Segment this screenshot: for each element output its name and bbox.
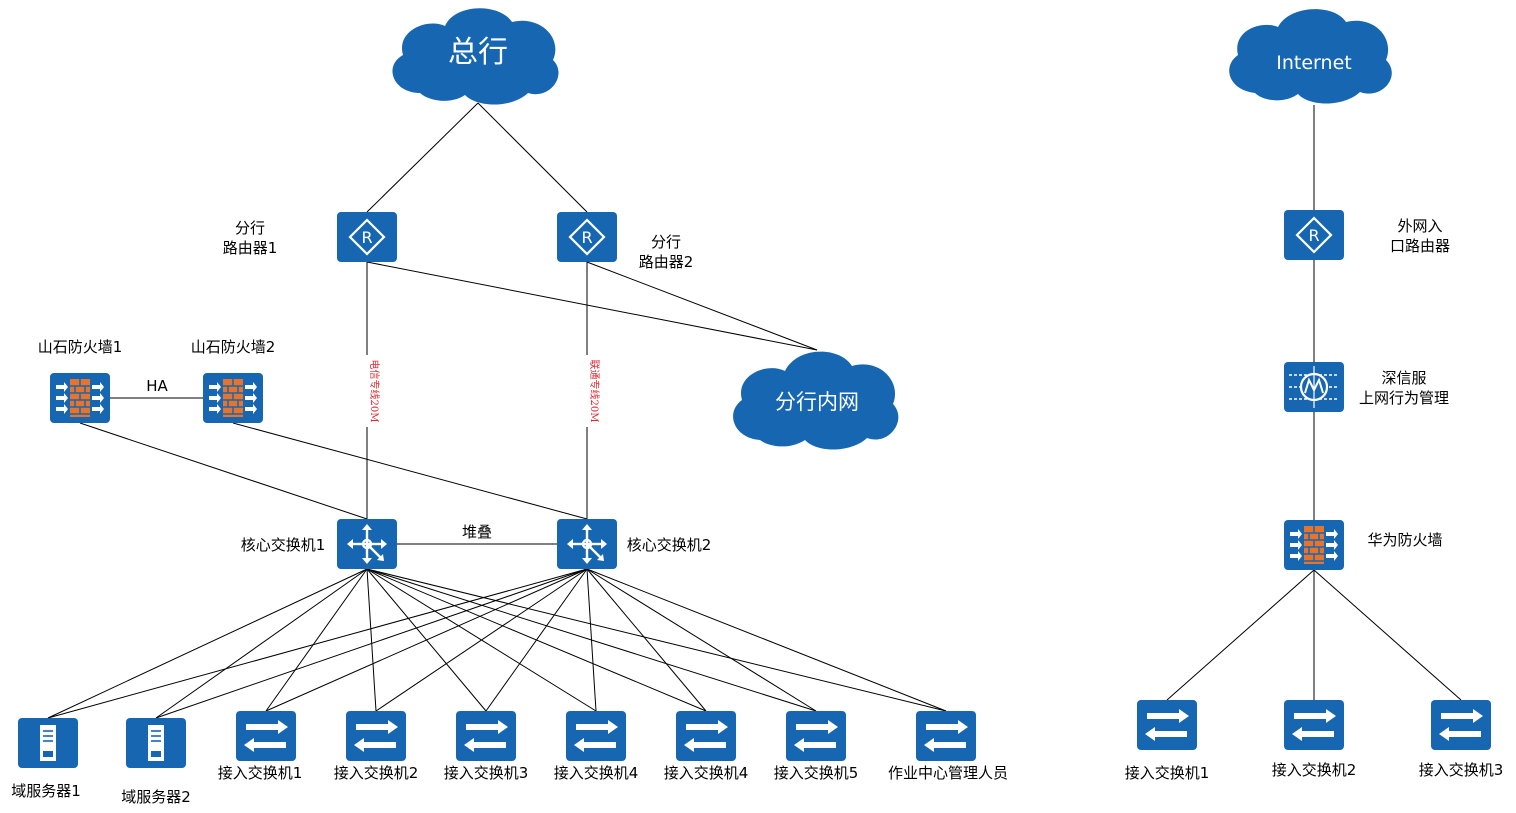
access-switch-label: 接入交换机4 bbox=[664, 764, 749, 782]
telecom-link-label: 电信专线20M bbox=[368, 360, 381, 423]
access-switch-label: 接入交换机1 bbox=[218, 764, 303, 782]
stack-link-label: 堆叠 bbox=[462, 523, 492, 541]
cloud-icon bbox=[1229, 9, 1392, 104]
firewall-1[interactable]: 山石防火墙1 bbox=[38, 338, 123, 424]
access-switch-label: 接入交换机3 bbox=[444, 764, 529, 782]
server-2[interactable]: 域服务器2 bbox=[121, 717, 191, 806]
switch-icon bbox=[1431, 700, 1491, 750]
ha-link-label: HA bbox=[146, 377, 168, 395]
switch-icon bbox=[1284, 700, 1344, 750]
router-ext[interactable]: 外网入口路由器 bbox=[1282, 208, 1450, 262]
ops-center-label: 作业中心管理人员 bbox=[888, 764, 1008, 782]
firewall-1-label: 山石防火墙1 bbox=[38, 338, 123, 356]
core-switch-icon bbox=[335, 517, 399, 571]
firewall-2-label: 山石防火墙2 bbox=[191, 338, 276, 356]
firewall-huawei[interactable]: 华为防火墙 bbox=[1283, 519, 1443, 571]
router-2[interactable]: 分行路由器2 bbox=[555, 210, 694, 271]
cloud-icon bbox=[733, 351, 899, 450]
switch-icon bbox=[676, 711, 736, 761]
access-switch-l2[interactable]: 接入交换机2 bbox=[334, 711, 419, 782]
switch-icon bbox=[346, 711, 406, 761]
server-icon bbox=[125, 717, 187, 769]
access-switch-r2[interactable]: 接入交换机2 bbox=[1272, 700, 1357, 779]
cloud-hq-label: 总行 bbox=[448, 35, 508, 70]
core-switch-2[interactable]: 核心交换机2 bbox=[555, 517, 712, 571]
access-switch-r3[interactable]: 接入交换机3 bbox=[1419, 700, 1504, 779]
cloud-hq: 总行 bbox=[392, 8, 559, 105]
core-switch-1-label: 核心交换机1 bbox=[241, 536, 326, 554]
firewall-huawei-label: 华为防火墙 bbox=[1367, 531, 1442, 549]
firewall-icon bbox=[49, 372, 111, 424]
switch-icon bbox=[236, 711, 296, 761]
router-1[interactable]: 分行路由器1 bbox=[223, 210, 399, 264]
access-switch-l4[interactable]: 接入交换机4 bbox=[554, 711, 639, 782]
router-icon bbox=[555, 210, 619, 264]
router-2-label: 分行路由器2 bbox=[639, 233, 694, 271]
cloud-branch-lan: 分行内网 bbox=[733, 351, 899, 450]
access-switch-label: 接入交换机1 bbox=[1125, 764, 1210, 782]
access-switch-label: 接入交换机3 bbox=[1419, 761, 1504, 779]
switch-icon bbox=[786, 711, 846, 761]
access-switch-l1[interactable]: 接入交换机1 bbox=[218, 711, 303, 782]
switch-icon bbox=[566, 711, 626, 761]
wires bbox=[47, 102, 1462, 719]
cloud-internet-label: Internet bbox=[1276, 52, 1351, 74]
core-switch-2-label: 核心交换机2 bbox=[627, 536, 712, 554]
unicom-link-label: 联通专线20M bbox=[588, 360, 601, 423]
ops-center-switch[interactable]: 作业中心管理人员 bbox=[888, 711, 1008, 782]
core-switch-1[interactable]: 核心交换机1 bbox=[241, 517, 399, 571]
access-switch-l3[interactable]: 接入交换机3 bbox=[444, 711, 529, 782]
access-switch-r1[interactable]: 接入交换机1 bbox=[1125, 700, 1210, 782]
access-switch-label: 接入交换机5 bbox=[774, 764, 859, 782]
firewall-icon bbox=[202, 372, 264, 424]
behavior-mgmt-icon bbox=[1282, 360, 1346, 414]
access-switch-label: 接入交换机4 bbox=[554, 764, 639, 782]
server-1-label: 域服务器1 bbox=[11, 782, 81, 800]
access-switch-label: 接入交换机2 bbox=[334, 764, 419, 782]
firewall-icon bbox=[1283, 519, 1345, 571]
router-icon bbox=[335, 210, 399, 264]
switch-icon bbox=[456, 711, 516, 761]
switch-icon bbox=[1137, 700, 1197, 750]
router-ext-label: 外网入口路由器 bbox=[1390, 217, 1450, 255]
server-2-label: 域服务器2 bbox=[121, 788, 191, 806]
cloud-icon bbox=[392, 8, 559, 105]
cloud-internet: Internet bbox=[1229, 9, 1392, 104]
server-1[interactable]: 域服务器1 bbox=[11, 717, 81, 800]
cloud-branch-lan-label: 分行内网 bbox=[775, 390, 859, 414]
access-switch-l6[interactable]: 接入交换机5 bbox=[774, 711, 859, 782]
switch-icon bbox=[916, 711, 976, 761]
server-icon bbox=[17, 717, 79, 769]
behavior-mgmt[interactable]: 深信服上网行为管理 bbox=[1282, 360, 1449, 414]
access-switch-label: 接入交换机2 bbox=[1272, 761, 1357, 779]
access-switch-l5[interactable]: 接入交换机4 bbox=[664, 711, 749, 782]
firewall-2[interactable]: 山石防火墙2 bbox=[191, 338, 276, 424]
behavior-mgmt-label: 深信服上网行为管理 bbox=[1359, 369, 1449, 407]
core-switch-icon bbox=[555, 517, 619, 571]
router-1-label: 分行路由器1 bbox=[223, 219, 278, 257]
router-icon bbox=[1282, 208, 1346, 262]
